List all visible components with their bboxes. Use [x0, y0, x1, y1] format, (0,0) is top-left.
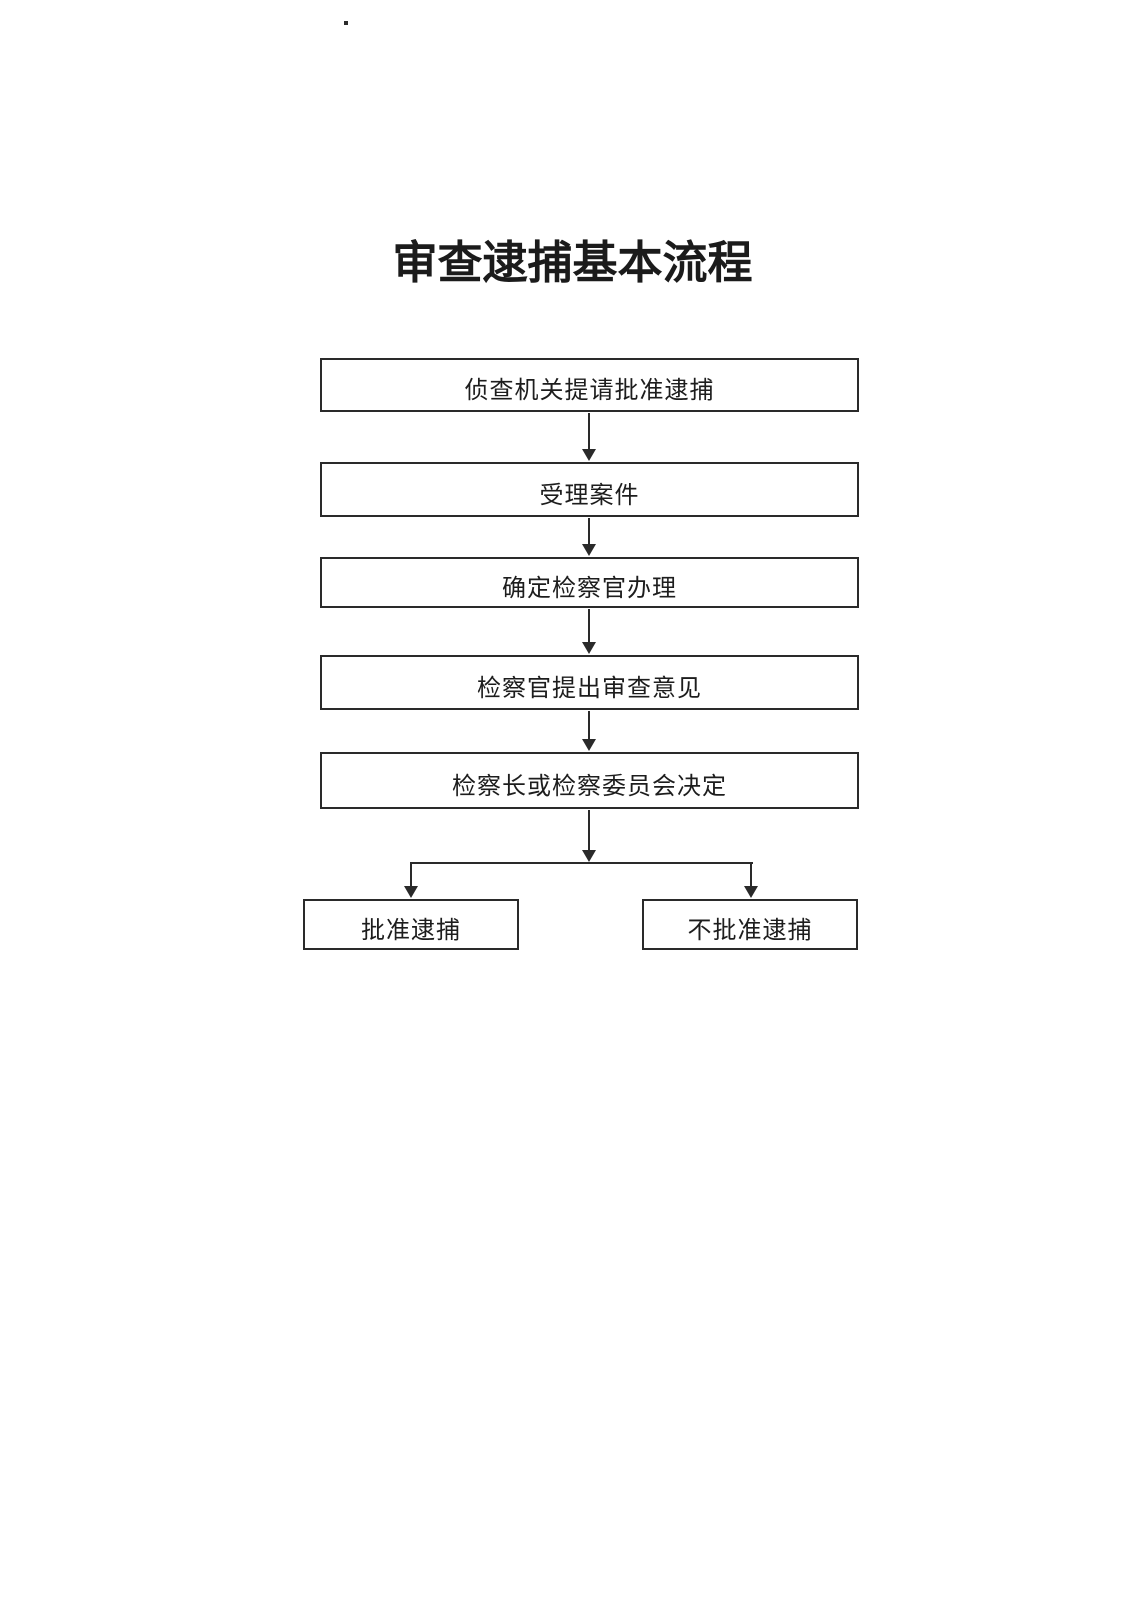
page-title: 审查逮捕基本流程	[392, 238, 753, 288]
arrow-head	[582, 544, 596, 556]
flow-step-chief-decision: 检察长或检察委员会决定	[320, 752, 859, 809]
flow-step-assign-prosecutor: 确定检察官办理	[320, 557, 859, 608]
arrow-shaft	[588, 810, 590, 850]
flow-step-request-approval: 侦查机关提请批准逮捕	[320, 358, 859, 412]
arrow-down-icon	[404, 864, 418, 898]
arrow-down-icon	[582, 518, 596, 556]
arrow-shaft	[588, 518, 590, 544]
arrow-head	[582, 739, 596, 751]
flow-outcome-reject-arrest: 不批准逮捕	[642, 899, 858, 950]
arrow-shaft	[750, 864, 752, 886]
arrow-down-icon	[744, 864, 758, 898]
flow-step-accept-case: 受理案件	[320, 462, 859, 517]
arrow-down-icon	[582, 413, 596, 461]
scan-artifact-dot	[344, 21, 348, 25]
arrow-down-icon	[582, 609, 596, 654]
arrow-head	[744, 886, 758, 898]
arrow-shaft	[588, 609, 590, 642]
arrow-head	[582, 642, 596, 654]
arrow-down-icon	[582, 810, 596, 862]
arrow-shaft	[588, 711, 590, 739]
arrow-down-icon	[582, 711, 596, 751]
arrow-shaft	[410, 864, 412, 886]
branch-connector-line	[410, 862, 753, 864]
arrow-head	[582, 449, 596, 461]
arrow-head	[404, 886, 418, 898]
arrow-shaft	[588, 413, 590, 449]
arrow-head	[582, 850, 596, 862]
flow-step-review-opinion: 检察官提出审查意见	[320, 655, 859, 710]
flow-outcome-approve-arrest: 批准逮捕	[303, 899, 519, 950]
